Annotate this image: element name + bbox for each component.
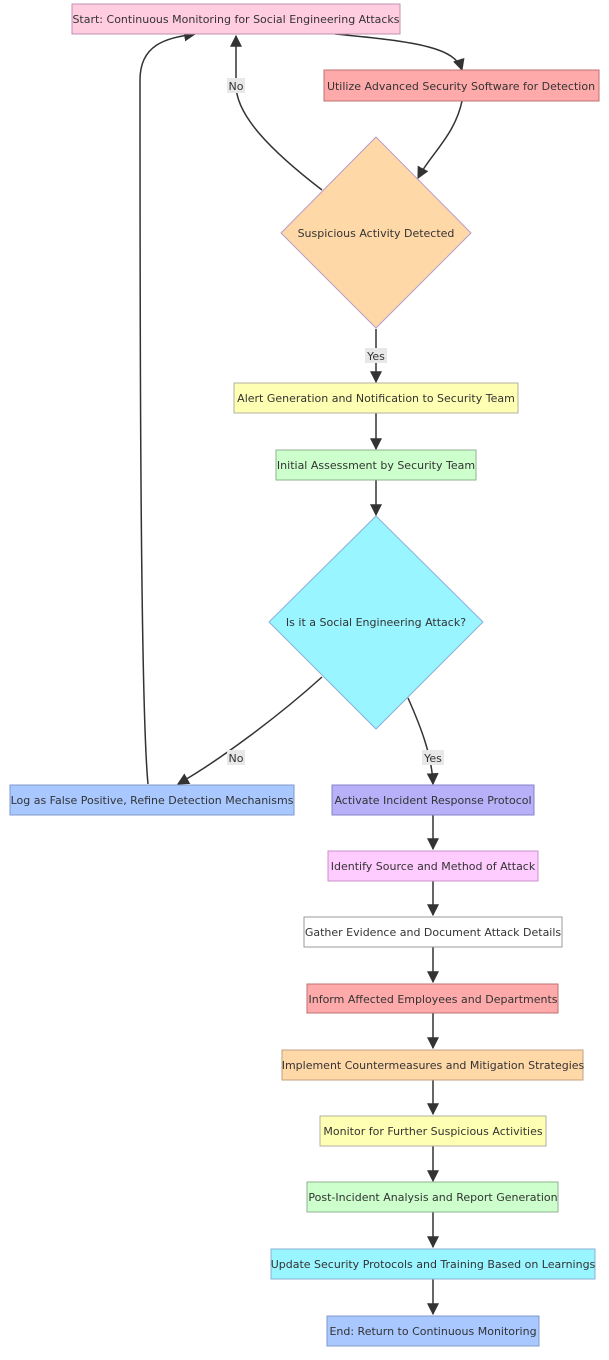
node-update: Update Security Protocols and Training B… bbox=[270, 1248, 596, 1280]
node-end-box bbox=[326, 1315, 540, 1347]
edge-label-yes-suspicious-text: Yes bbox=[366, 350, 385, 363]
edges bbox=[139, 29, 465, 1316]
node-initial: Initial Assessment by Security Team bbox=[275, 449, 477, 481]
node-inform: Inform Affected Employees and Department… bbox=[306, 983, 559, 1014]
node-identify: Identify Source and Method of Attack bbox=[327, 850, 539, 882]
node-post-box bbox=[306, 1181, 559, 1213]
node-initial-label: Initial Assessment by Security Team bbox=[277, 459, 475, 472]
edge-label-yes-attack-text: Yes bbox=[423, 752, 442, 765]
node-monitor: Monitor for Further Suspicious Activitie… bbox=[319, 1115, 547, 1147]
edge-is-attack-yes-to-activate bbox=[407, 697, 439, 786]
edge-suspicious-no-to-start bbox=[230, 34, 323, 191]
edge-label-no-top: No bbox=[227, 78, 245, 93]
node-identify-box bbox=[327, 850, 539, 882]
node-activate: Activate Incident Response Protocol bbox=[331, 784, 535, 816]
node-suspicious: Suspicious Activity Detected bbox=[280, 136, 472, 329]
node-gather-box bbox=[303, 916, 563, 948]
node-is-attack-label: Is it a Social Engineering Attack? bbox=[286, 616, 466, 629]
node-is-attack: Is it a Social Engineering Attack? bbox=[268, 515, 484, 730]
node-suspicious-diamond bbox=[280, 136, 472, 329]
node-start-box bbox=[71, 3, 401, 35]
node-log-false: Log as False Positive, Refine Detection … bbox=[9, 784, 295, 816]
node-initial-box bbox=[275, 449, 477, 481]
node-log-false-box bbox=[9, 784, 295, 816]
edge-label-no-attack-text: No bbox=[229, 752, 244, 765]
node-suspicious-label: Suspicious Activity Detected bbox=[298, 227, 455, 240]
node-identify-label: Identify Source and Method of Attack bbox=[331, 860, 536, 873]
nodes: Start: Continuous Monitoring for Social … bbox=[9, 3, 600, 1347]
node-post: Post-Incident Analysis and Report Genera… bbox=[306, 1181, 559, 1213]
node-end: End: Return to Continuous Monitoring bbox=[326, 1315, 540, 1347]
node-gather-label: Gather Evidence and Document Attack Deta… bbox=[305, 926, 562, 939]
node-activate-label: Activate Incident Response Protocol bbox=[334, 794, 531, 807]
node-utilize-label: Utilize Advanced Security Software for D… bbox=[327, 80, 595, 93]
edge-start-to-utilize bbox=[334, 33, 465, 72]
node-is-attack-diamond bbox=[268, 515, 484, 730]
node-alert: Alert Generation and Notification to Sec… bbox=[233, 382, 519, 414]
node-end-label: End: Return to Continuous Monitoring bbox=[329, 1325, 536, 1338]
node-implement: Implement Countermeasures and Mitigation… bbox=[281, 1049, 585, 1081]
edge-label-no-attack: No bbox=[227, 750, 245, 765]
edge-label-no-top-text: No bbox=[229, 80, 244, 93]
node-implement-label: Implement Countermeasures and Mitigation… bbox=[282, 1059, 585, 1072]
edge-log-to-start bbox=[139, 29, 197, 785]
node-update-box bbox=[270, 1248, 596, 1280]
node-utilize-box bbox=[323, 69, 600, 102]
node-inform-label: Inform Affected Employees and Department… bbox=[308, 993, 557, 1006]
node-alert-box bbox=[233, 382, 519, 414]
node-monitor-box bbox=[319, 1115, 547, 1147]
edge-utilize-to-suspicious bbox=[417, 100, 463, 180]
node-monitor-label: Monitor for Further Suspicious Activitie… bbox=[323, 1125, 542, 1138]
node-inform-box bbox=[306, 983, 559, 1014]
node-post-label: Post-Incident Analysis and Report Genera… bbox=[308, 1191, 557, 1204]
node-gather: Gather Evidence and Document Attack Deta… bbox=[303, 916, 563, 948]
node-update-label: Update Security Protocols and Training B… bbox=[271, 1258, 596, 1271]
node-implement-box bbox=[281, 1049, 584, 1081]
edge-is-attack-no-to-log bbox=[176, 676, 323, 785]
node-start: Start: Continuous Monitoring for Social … bbox=[71, 3, 401, 35]
node-log-false-label: Log as False Positive, Refine Detection … bbox=[11, 794, 294, 807]
node-utilize: Utilize Advanced Security Software for D… bbox=[323, 69, 600, 102]
node-start-label: Start: Continuous Monitoring for Social … bbox=[72, 13, 399, 26]
node-activate-box bbox=[331, 784, 535, 816]
edge-label-yes-suspicious: Yes bbox=[365, 348, 387, 363]
node-alert-label: Alert Generation and Notification to Sec… bbox=[237, 392, 515, 405]
edge-label-yes-attack: Yes bbox=[422, 750, 444, 765]
edge-labels: No Yes No Yes bbox=[227, 78, 444, 765]
